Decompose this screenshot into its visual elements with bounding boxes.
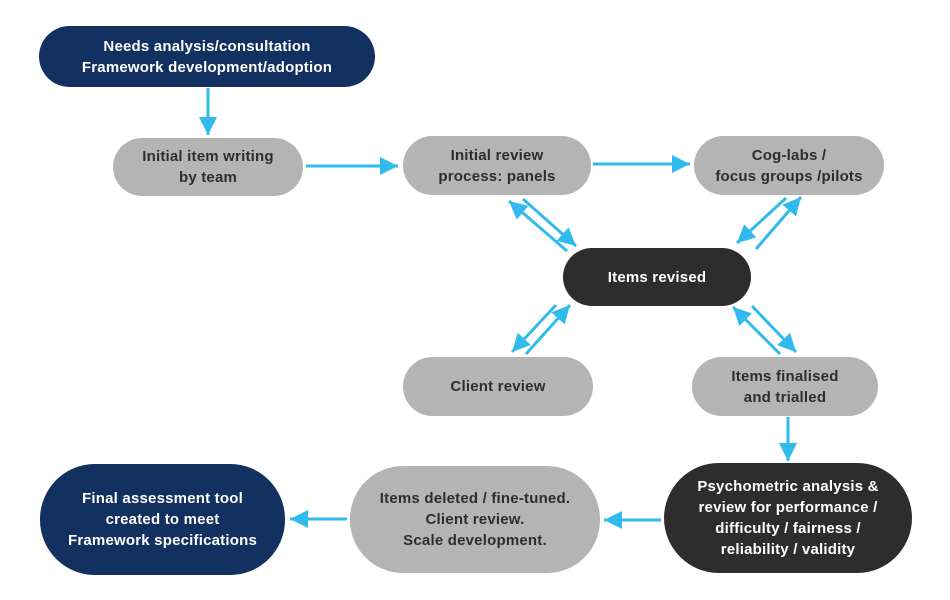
- node-label-line: created to meet: [105, 511, 220, 528]
- node-label-line: Scale development.: [403, 532, 547, 549]
- node-needs-analysis: Needs analysis/consultation Framework de…: [39, 26, 375, 87]
- node-label-line: Final assessment tool: [82, 490, 243, 507]
- arrow-revised-to-coglabs: [754, 196, 803, 250]
- node-label-line: Needs analysis/consultation: [103, 37, 311, 55]
- node-final-assessment-tool: Final assessment tool created to meet Fr…: [40, 464, 285, 575]
- node-label-line: Client review: [450, 378, 546, 395]
- node-items-finalised: Items finalised and trialled: [692, 357, 878, 416]
- arrow-client-to-revised: [524, 303, 572, 356]
- arrow-finalised-to-revised: [731, 305, 782, 356]
- node-label-line: Framework specifications: [67, 532, 258, 549]
- node-label-line: focus groups /pilots: [715, 167, 863, 185]
- node-label-line: Cog-labs /: [751, 146, 827, 164]
- node-initial-review: Initial review process: panels: [403, 136, 591, 195]
- node-label-line: Psychometric analysis &: [697, 478, 879, 495]
- node-label-line: Items revised: [607, 268, 707, 286]
- node-label-line: difficulty / fairness /: [715, 520, 861, 537]
- arrow-coglabs-to-revised: [735, 196, 788, 245]
- node-label-line: Initial review: [450, 146, 544, 164]
- node-label-line: by team: [178, 169, 238, 186]
- node-items-revised: Items revised: [563, 248, 751, 306]
- node-client-review: Client review: [403, 357, 593, 416]
- arrow-revised-to-review: [508, 199, 568, 253]
- node-psychometric-analysis: Psychometric analysis & review for perfo…: [664, 463, 912, 573]
- node-label-line: Items deleted / fine-tuned.: [379, 490, 571, 507]
- node-label-line: Framework development/adoption: [81, 58, 333, 76]
- node-label-line: reliability / validity: [720, 541, 856, 558]
- node-items-deleted: Items deleted / fine-tuned. Client revie…: [350, 466, 600, 573]
- node-label-line: Initial item writing: [142, 148, 274, 165]
- node-label-line: review for performance /: [698, 499, 878, 516]
- arrow-review-to-revised: [522, 197, 577, 248]
- node-initial-item-writing: Initial item writing by team: [113, 138, 303, 196]
- node-label-line: process: panels: [438, 167, 556, 185]
- node-label-line: Items finalised: [731, 367, 839, 385]
- node-cog-labs: Cog-labs / focus groups /pilots: [694, 136, 884, 195]
- node-label-line: and trialled: [743, 388, 827, 406]
- arrow-revised-to-finalised: [750, 304, 798, 354]
- node-label-line: Client review.: [425, 511, 525, 528]
- arrow-revised-to-client: [510, 303, 558, 354]
